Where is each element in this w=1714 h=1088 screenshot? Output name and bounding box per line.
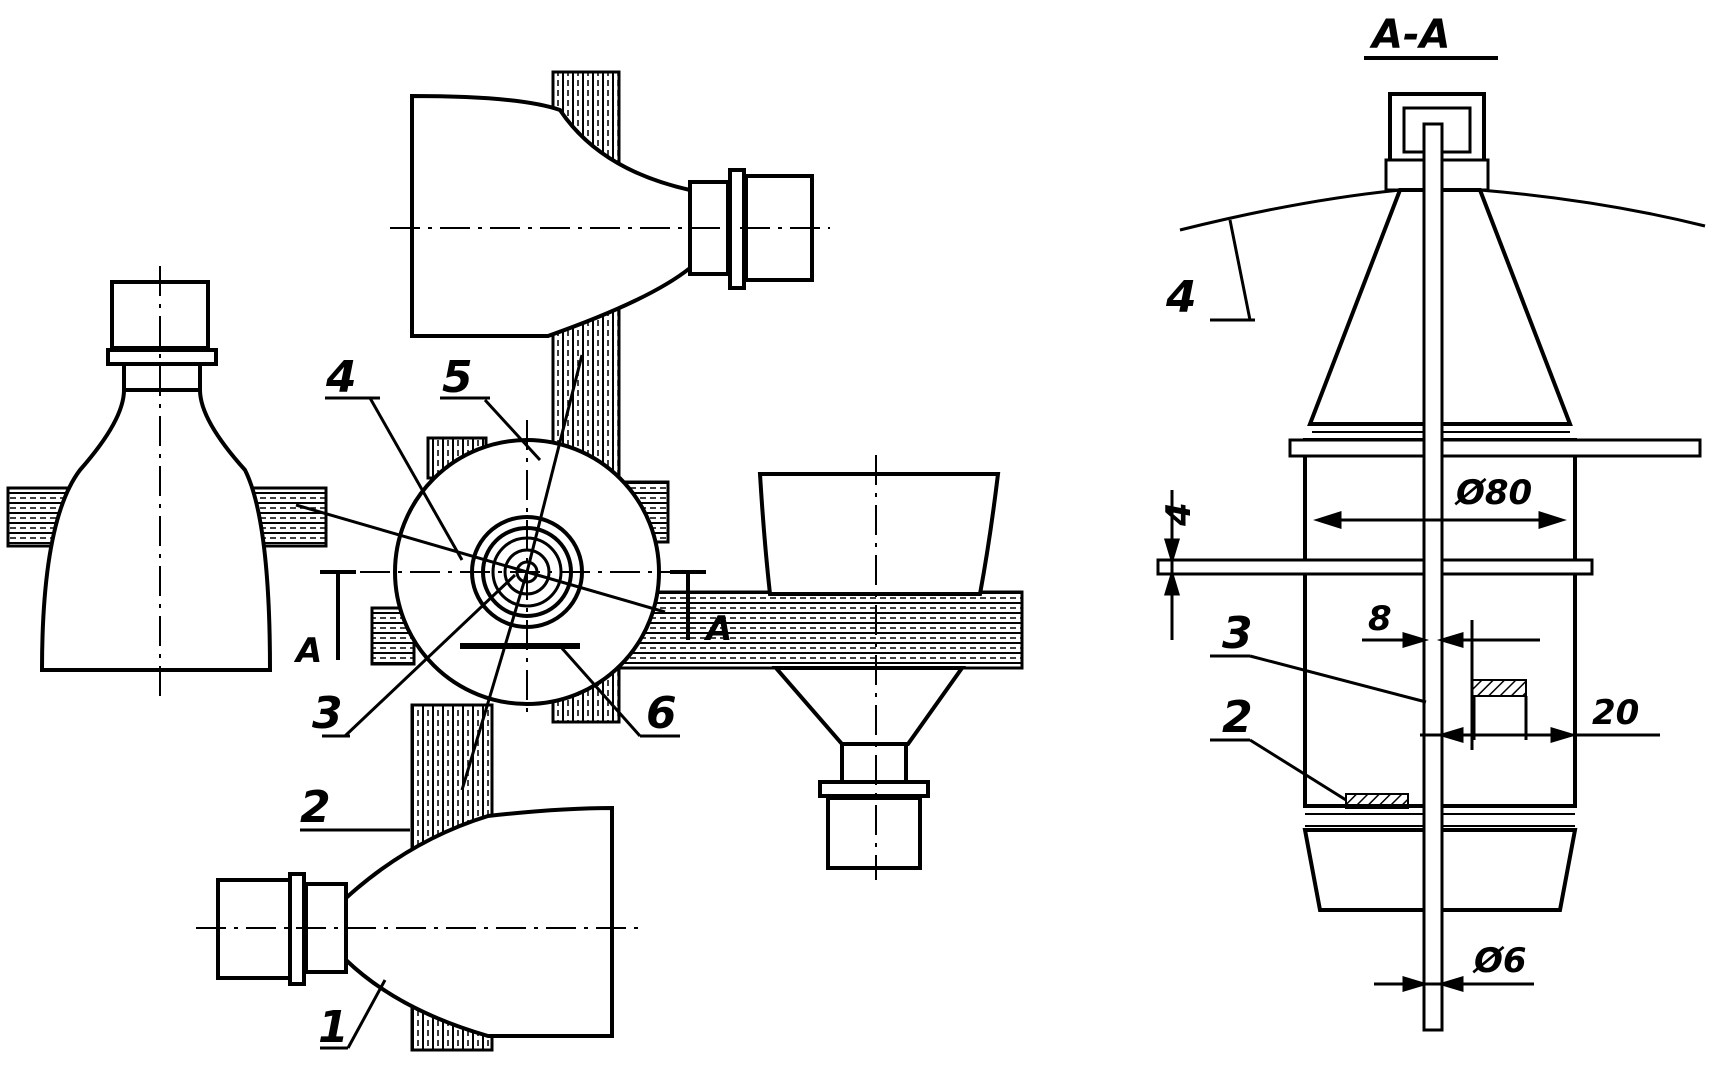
front-view-labels: 1 2 3 4 5 6 A A (293, 352, 732, 1053)
section-view (1156, 56, 1706, 1032)
section-disc (1156, 558, 1594, 576)
cut-mark-left: A (293, 631, 322, 671)
label-3: 3 (312, 688, 343, 739)
dim-diameter-80: Ø80 (1454, 473, 1532, 513)
dim-4: 4 (1159, 502, 1199, 527)
label-2: 2 (300, 782, 331, 833)
bottle-top (390, 93, 830, 338)
section-cut-markers (320, 570, 706, 660)
bottle-right (757, 455, 1001, 880)
bottle-bottom (196, 805, 640, 1038)
section-shaft (1422, 122, 1444, 1032)
leader-lines (295, 354, 680, 1050)
section-part-2 (1345, 793, 1409, 809)
section-dimensions (1163, 219, 1660, 993)
dim-diameter-6: Ø6 (1472, 941, 1527, 981)
section-label-4: 4 (1165, 272, 1197, 323)
cut-mark-right: A (703, 609, 732, 649)
dim-8: 8 (1368, 599, 1392, 639)
front-view (6, 70, 1024, 1052)
section-blade (1179, 188, 1706, 232)
section-view-labels: A-A 4 3 2 Ø80 8 20 4 Ø6 (1159, 12, 1639, 981)
section-part-6 (1471, 679, 1527, 697)
label-1: 1 (318, 1002, 349, 1053)
label-6: 6 (646, 688, 677, 739)
section-title: A-A (1369, 12, 1451, 58)
section-label-2: 2 (1222, 692, 1253, 743)
dim-20: 20 (1592, 693, 1639, 733)
label-5: 5 (442, 352, 473, 403)
label-4: 4 (325, 352, 357, 403)
horizontal-beam-right (618, 590, 1024, 670)
section-label-3: 3 (1222, 608, 1253, 659)
bottle-left (39, 266, 273, 700)
